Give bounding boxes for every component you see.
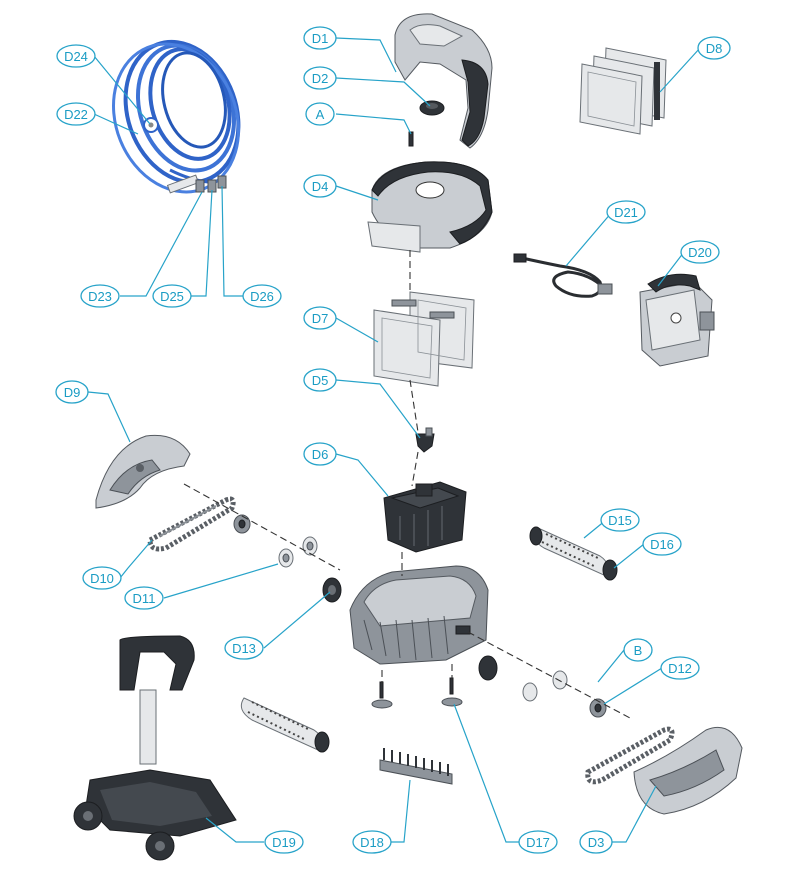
label-d11: D11 bbox=[124, 586, 164, 610]
part-d12-bushing bbox=[478, 655, 607, 718]
part-d2-cap bbox=[419, 100, 445, 116]
svg-text:D1: D1 bbox=[312, 31, 329, 46]
part-d11-bushings bbox=[233, 514, 318, 568]
part-right-track bbox=[585, 726, 675, 785]
label-d21: D21 bbox=[606, 200, 646, 224]
label-d8: D8 bbox=[697, 36, 731, 60]
assembly-axes bbox=[183, 250, 631, 719]
svg-text:D10: D10 bbox=[90, 571, 114, 586]
svg-text:D24: D24 bbox=[64, 49, 88, 64]
part-d8-filter-stack bbox=[579, 47, 667, 135]
part-d23-connector bbox=[166, 174, 205, 194]
svg-text:D22: D22 bbox=[64, 107, 88, 122]
part-d9-left-cover bbox=[95, 434, 191, 509]
part-a-pin bbox=[408, 131, 414, 147]
part-d10-left-track bbox=[147, 496, 236, 552]
part-d5-clip bbox=[415, 427, 435, 453]
part-d3-right-cover bbox=[633, 726, 743, 815]
part-d20-power-supply bbox=[639, 273, 715, 367]
label-d13: D13 bbox=[224, 636, 264, 660]
svg-text:D19: D19 bbox=[272, 835, 296, 850]
svg-text:D13: D13 bbox=[232, 641, 256, 656]
part-d16-brush-end bbox=[602, 559, 618, 581]
svg-text:A: A bbox=[316, 107, 325, 122]
svg-text:D18: D18 bbox=[360, 835, 384, 850]
part-d18-brush bbox=[379, 748, 453, 785]
label-d25: D25 bbox=[152, 284, 192, 308]
svg-text:D15: D15 bbox=[608, 513, 632, 528]
label-d12: D12 bbox=[660, 656, 700, 680]
svg-text:D6: D6 bbox=[312, 447, 329, 462]
label-d26: D26 bbox=[242, 284, 282, 308]
part-d17-feet bbox=[371, 677, 463, 709]
label-d1: D1 bbox=[303, 26, 337, 50]
part-d7-filters bbox=[373, 291, 475, 387]
svg-text:D20: D20 bbox=[688, 245, 712, 260]
svg-text:D7: D7 bbox=[312, 311, 329, 326]
label-b: B bbox=[623, 638, 653, 662]
svg-text:D12: D12 bbox=[668, 661, 692, 676]
label-d7: D7 bbox=[303, 306, 337, 330]
part-left-brush bbox=[240, 697, 330, 753]
part-d19-caddy bbox=[73, 635, 237, 861]
svg-text:D11: D11 bbox=[133, 591, 156, 606]
label-d16: D16 bbox=[642, 532, 682, 556]
svg-text:D5: D5 bbox=[312, 373, 329, 388]
part-d15-brush bbox=[529, 526, 609, 577]
svg-text:B: B bbox=[634, 643, 643, 658]
part-d21-power-cable bbox=[513, 253, 613, 298]
label-d4: D4 bbox=[303, 174, 337, 198]
label-d24: D24 bbox=[56, 44, 96, 68]
leader-lines bbox=[87, 37, 701, 843]
label-d10: D10 bbox=[82, 566, 122, 590]
label-d9: D9 bbox=[55, 380, 89, 404]
label-d19: D19 bbox=[264, 830, 304, 854]
part-d1-handle bbox=[394, 13, 493, 149]
label-a: A bbox=[305, 102, 335, 126]
part-d4-top-cover bbox=[367, 161, 493, 253]
label-d2: D2 bbox=[303, 66, 337, 90]
svg-text:D23: D23 bbox=[88, 289, 112, 304]
svg-text:D9: D9 bbox=[64, 385, 81, 400]
svg-text:D3: D3 bbox=[588, 835, 605, 850]
label-d23: D23 bbox=[80, 284, 120, 308]
svg-text:D2: D2 bbox=[312, 71, 329, 86]
label-d18: D18 bbox=[352, 830, 392, 854]
label-d20: D20 bbox=[680, 240, 720, 264]
label-d6: D6 bbox=[303, 442, 337, 466]
svg-text:D26: D26 bbox=[250, 289, 274, 304]
label-d15: D15 bbox=[600, 508, 640, 532]
svg-text:D16: D16 bbox=[650, 537, 674, 552]
part-chassis bbox=[349, 565, 489, 665]
part-d13-wheel bbox=[322, 577, 342, 603]
label-d22: D22 bbox=[56, 102, 96, 126]
svg-text:D4: D4 bbox=[312, 179, 329, 194]
part-d6-motor-unit bbox=[383, 481, 467, 553]
label-d17: D17 bbox=[518, 830, 558, 854]
svg-text:D8: D8 bbox=[706, 41, 723, 56]
label-d3: D3 bbox=[579, 830, 613, 854]
svg-text:D21: D21 bbox=[614, 205, 638, 220]
svg-text:D17: D17 bbox=[526, 835, 550, 850]
svg-text:D25: D25 bbox=[160, 289, 184, 304]
label-d5: D5 bbox=[303, 368, 337, 392]
